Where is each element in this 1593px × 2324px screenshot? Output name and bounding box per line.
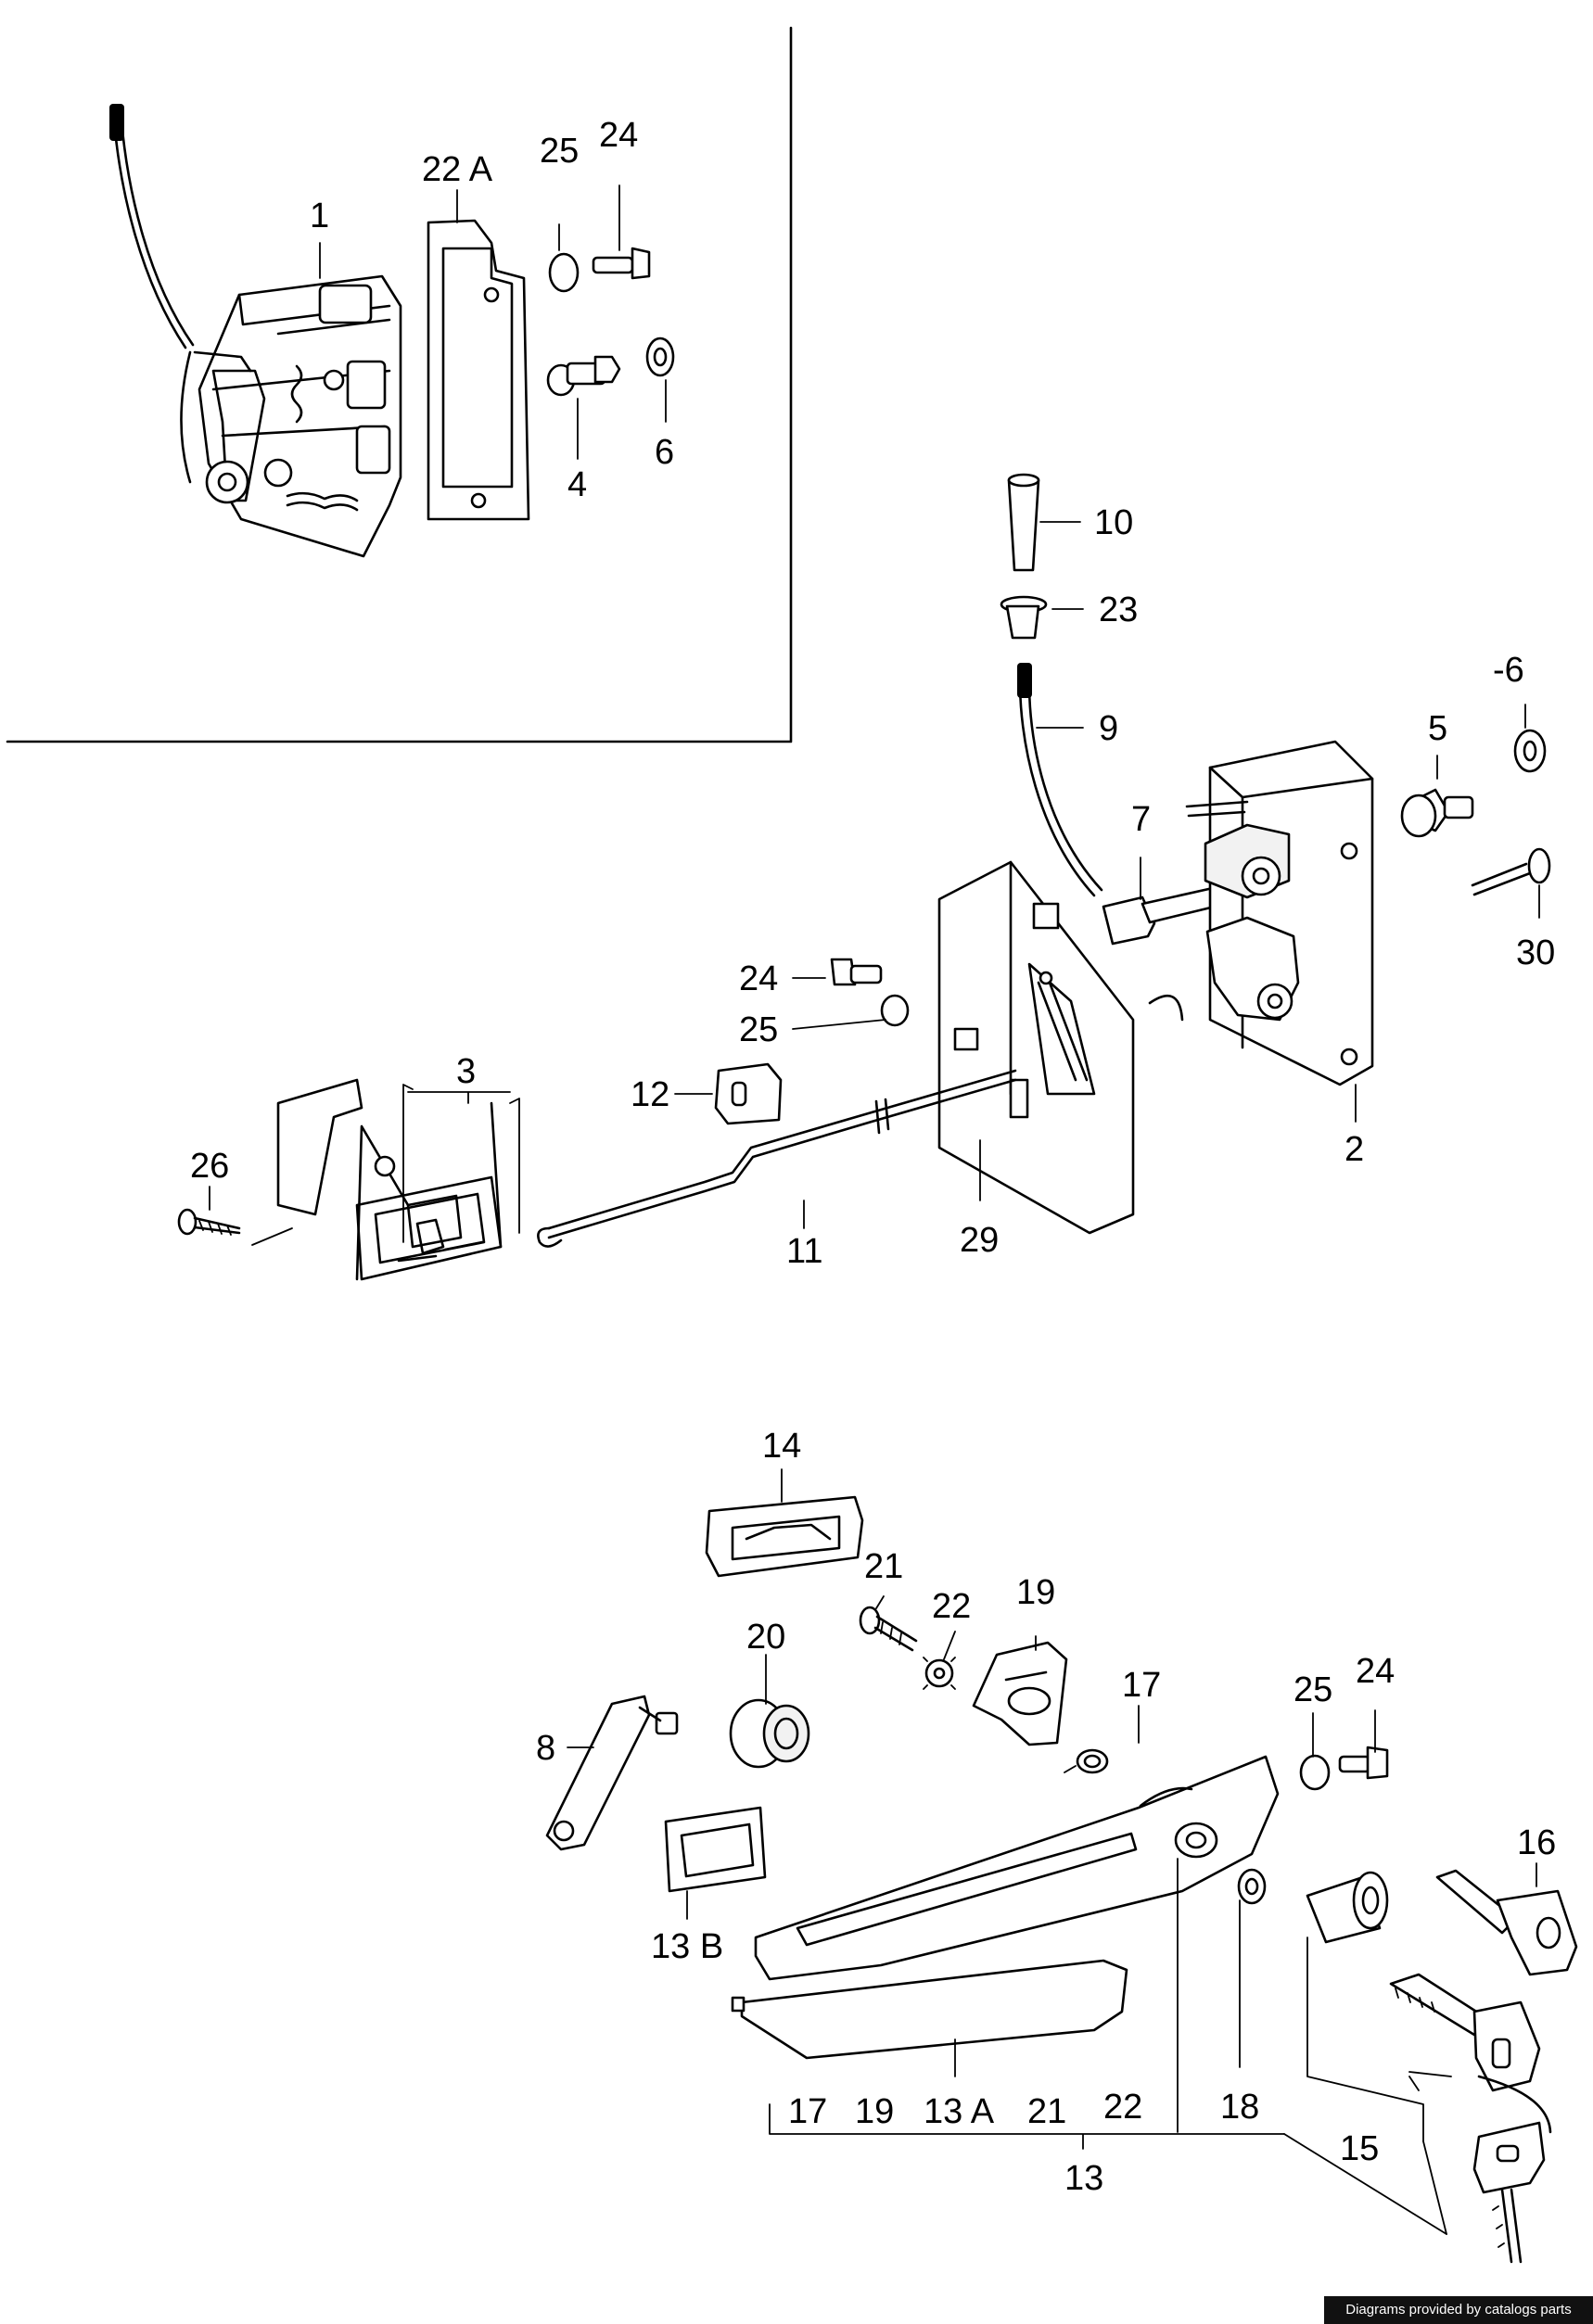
lock-cylinder-15: [1306, 1871, 1389, 1944]
callout-22-lower: 22: [1103, 2088, 1142, 2127]
leader-lines: [209, 184, 1540, 2235]
key-16: [1435, 1869, 1578, 1976]
callout-12: 12: [631, 1075, 669, 1114]
callout-15: 15: [1340, 2129, 1379, 2168]
callout-4: 4: [567, 465, 587, 504]
lock-button-assembly: [1000, 473, 1103, 897]
callout-24-main: 24: [739, 959, 778, 998]
callout-11: 11: [786, 1232, 822, 1271]
trim-13a: [731, 1959, 1128, 2060]
clip-12: [714, 1062, 783, 1125]
callout-9: 9: [1099, 709, 1118, 748]
lock-body-2: [1148, 740, 1374, 1086]
callout-13b: 13 B: [651, 1927, 723, 1966]
lever-clip-7: [1102, 886, 1217, 946]
gasket-22a: [427, 219, 530, 521]
screw-21: [859, 1606, 918, 1652]
gasket-14: [705, 1495, 864, 1578]
main-hardware-right: [1400, 729, 1551, 896]
callout-24-lower: 24: [1356, 1652, 1395, 1691]
callout-23: 23: [1099, 591, 1138, 629]
callout-2: 2: [1344, 1130, 1364, 1169]
callout-7: 7: [1131, 800, 1151, 839]
callout-21-upper: 21: [864, 1547, 903, 1586]
callout-labels: 1 22 A 25 24 4 6 10 23 9 -6 5 7 30 24 25…: [190, 116, 1556, 2198]
bushing-20: [729, 1698, 810, 1769]
keys-15: [1389, 1973, 1552, 2264]
callout-6-main: -6: [1493, 651, 1524, 690]
callout-30: 30: [1516, 933, 1555, 972]
hardware-lower: [1237, 1746, 1389, 1905]
callout-6-inset: 6: [655, 433, 674, 472]
callout-19-upper: 19: [1016, 1573, 1055, 1612]
gasket-13b: [664, 1806, 767, 1893]
screw-26: [177, 1208, 293, 1246]
callout-16: 16: [1517, 1823, 1556, 1862]
inset-hardware: [546, 247, 675, 397]
callout-22a: 22 A: [422, 150, 493, 189]
callout-25-main: 25: [739, 1010, 778, 1049]
callout-17-lower: 17: [788, 2092, 827, 2131]
callout-13a: 13 A: [924, 2092, 995, 2131]
release-handle-3: [276, 1078, 520, 1281]
handle-13: [754, 1755, 1280, 1981]
callout-17-upper: 17: [1122, 1666, 1161, 1705]
callout-1: 1: [310, 197, 329, 235]
callout-25-inset: 25: [540, 132, 579, 171]
callout-13: 13: [1064, 2159, 1103, 2198]
callout-21-lower: 21: [1027, 2092, 1066, 2131]
callout-18: 18: [1220, 2088, 1259, 2127]
spring-17: [1064, 1748, 1109, 1774]
callout-22-upper: 22: [932, 1587, 971, 1626]
callout-26: 26: [190, 1147, 229, 1186]
callout-3: 3: [456, 1052, 476, 1091]
mounting-plate-29: [937, 860, 1135, 1235]
callout-19-lower: 19: [855, 2092, 894, 2131]
callout-5: 5: [1428, 709, 1447, 748]
lock-body-inset: [109, 104, 402, 558]
callout-25-lower: 25: [1294, 1670, 1332, 1709]
callout-10: 10: [1094, 503, 1133, 542]
callout-24-inset: 24: [599, 116, 638, 155]
inset-frame: [6, 26, 793, 743]
washer-22: [923, 1657, 956, 1690]
rod-11: [537, 1069, 1017, 1248]
callout-14: 14: [762, 1427, 801, 1466]
lever-8: [545, 1695, 679, 1851]
callout-8: 8: [536, 1729, 555, 1768]
bracket-19: [972, 1641, 1068, 1746]
main-hardware-left: [830, 958, 910, 1027]
credit-caption: Diagrams provided by catalogs parts: [1324, 2296, 1593, 2324]
callout-29: 29: [960, 1221, 999, 1260]
callout-20: 20: [746, 1618, 785, 1657]
